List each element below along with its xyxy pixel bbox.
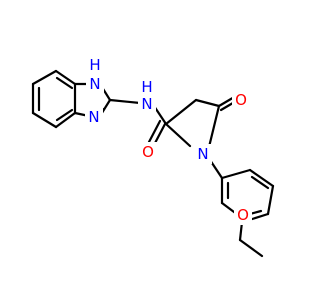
bond-pyr-4 xyxy=(207,104,221,149)
label-pyrrolidine-n: N xyxy=(197,145,208,163)
label-methoxy-o: O xyxy=(237,206,249,224)
atom-amide-o: O xyxy=(139,142,157,162)
bond-methoxy-2 xyxy=(238,238,264,258)
label-amide-n: N xyxy=(141,95,152,113)
bond-pyr-3 xyxy=(194,98,221,108)
bond-ar-1 xyxy=(220,168,252,180)
bond-benz-inner-2 xyxy=(55,108,74,122)
atom-amide-nh: H N xyxy=(138,78,156,116)
bond-ar-3 xyxy=(266,184,275,216)
bond-co-o-a xyxy=(152,122,167,147)
label-imidazole-nh-n: N xyxy=(89,75,100,93)
atom-imidazole-n: N xyxy=(85,106,103,126)
label-amide-h: H xyxy=(141,78,152,96)
label-imidazole-h: H xyxy=(89,56,100,74)
atom-methoxy-o: O xyxy=(234,205,252,225)
atom-imidazole-nh: H N xyxy=(86,56,104,96)
bond-benz-3 xyxy=(54,111,77,129)
structure-svg: H N N H N O O N xyxy=(31,56,275,258)
label-imidazole-n: N xyxy=(88,108,99,126)
bond-benz-inner-3 xyxy=(55,76,74,90)
molecule-diagram: H N N H N O O N xyxy=(31,56,275,258)
bond-c2-nh xyxy=(108,98,142,105)
bond-benz-5 xyxy=(54,69,77,86)
bond-benz-2 xyxy=(31,111,58,129)
atom-lactam-o: O xyxy=(232,90,250,110)
atom-pyrrolidine-n: N xyxy=(194,144,212,164)
atom-label-layer: H N N H N O O N xyxy=(85,56,252,225)
bond-benz-6 xyxy=(31,69,58,86)
bond-ar-inner-1 xyxy=(250,175,270,190)
bond-pyr-1 xyxy=(164,98,198,126)
bond-pyr-2 xyxy=(164,122,192,148)
label-amide-o: O xyxy=(142,143,154,161)
bond-co-o-b xyxy=(147,119,162,144)
bond-ar-2 xyxy=(248,168,275,188)
label-lactam-o: O xyxy=(235,91,247,109)
